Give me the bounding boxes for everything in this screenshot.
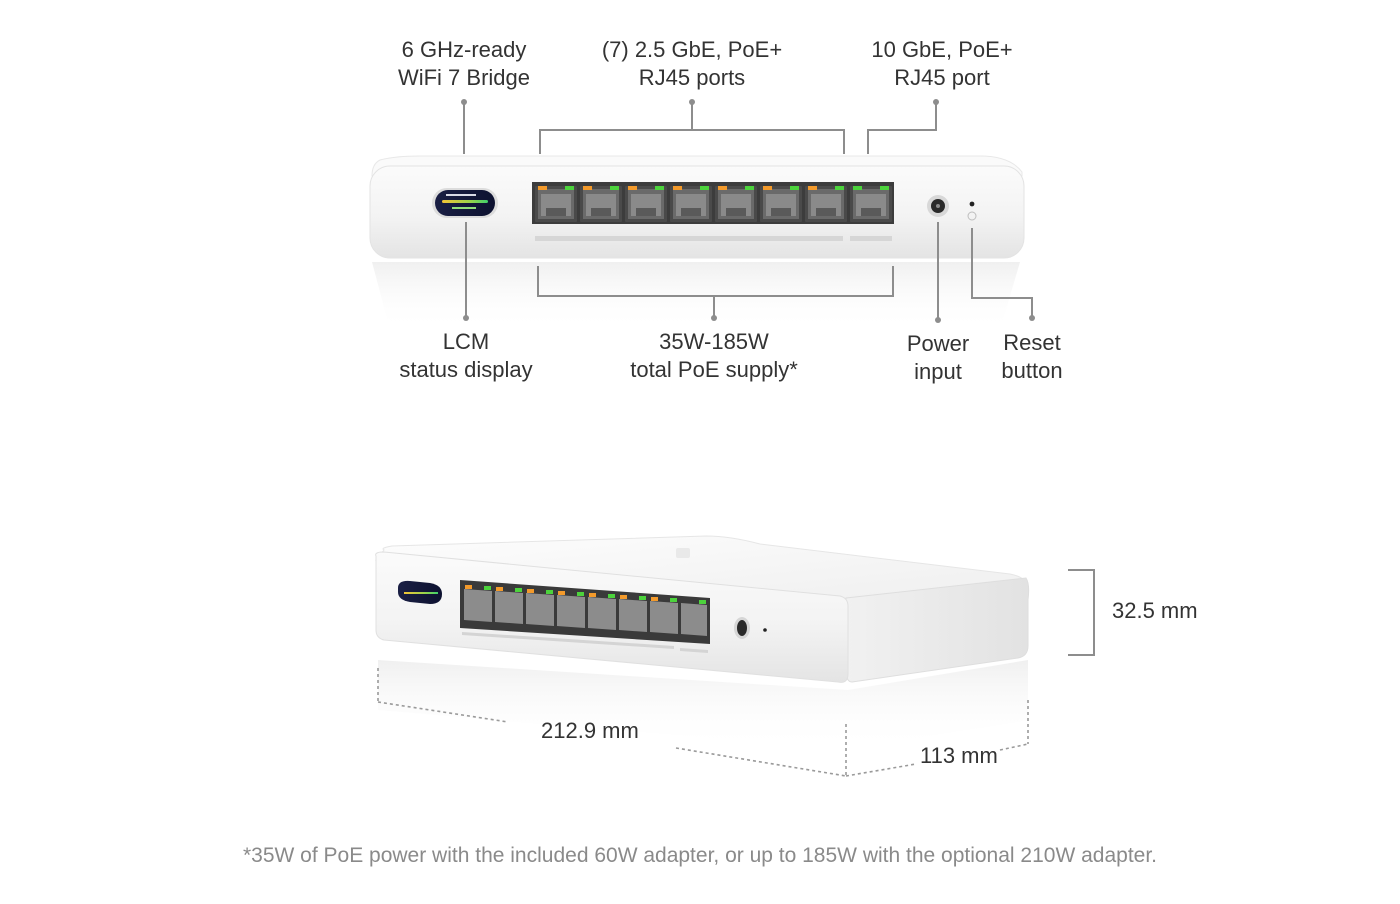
callout-poe-supply-line2: total PoE supply* [630,357,798,382]
power-jack [927,195,949,217]
callout-reset-button: Reset button [982,329,1082,385]
callout-poe-supply-line1: 35W-185W [659,329,769,354]
callout-wifi-bridge-line1: 6 GHz-ready [401,37,527,62]
callout-power-input-line2: input [914,359,962,384]
callout-25gbe-ports-line1: (7) 2.5 GbE, PoE+ [601,37,783,62]
callout-power-input: Power input [888,330,988,386]
callout-wifi-bridge-line2: WiFi 7 Bridge [397,65,531,90]
rj45-ports-perspective [460,580,710,653]
front-view-device [369,155,1025,330]
dimension-width-label: 212.9 mm [541,718,639,743]
callout-lcm-line1: LCM [442,329,490,354]
power-jack-perspective [734,617,750,639]
lcm-display [432,188,498,218]
rj45-ports-front [532,182,894,241]
callout-power-input-line1: Power [906,331,970,356]
lcm-display-perspective [398,580,442,604]
callout-reset-button-line1: Reset [1003,330,1061,355]
callout-25gbe-ports: (7) 2.5 GbE, PoE+ RJ45 ports [572,36,812,92]
callout-10gbe-port-line2: RJ45 port [894,65,990,90]
callout-wifi-bridge: 6 GHz-ready WiFi 7 Bridge [364,36,564,92]
poe-footnote: *35W of PoE power with the included 60W … [242,844,1158,867]
callout-25gbe-ports-line2: RJ45 ports [638,65,746,90]
perspective-view-device [375,535,1030,750]
reset-hole [967,201,977,221]
callout-lcm: LCM status display [366,328,566,384]
dimension-depth-label: 113 mm [920,743,998,768]
callout-leaders [461,99,1035,323]
callout-lcm-line2: status display [399,357,533,382]
callout-reset-button-line2: button [1001,358,1063,383]
dimension-height-label: 32.5 mm [1112,598,1198,623]
callout-poe-supply: 35W-185W total PoE supply* [594,328,834,384]
dimension-lines [377,569,1095,777]
callout-10gbe-port: 10 GbE, PoE+ RJ45 port [842,36,1042,92]
callout-10gbe-port-line1: 10 GbE, PoE+ [871,37,1013,62]
